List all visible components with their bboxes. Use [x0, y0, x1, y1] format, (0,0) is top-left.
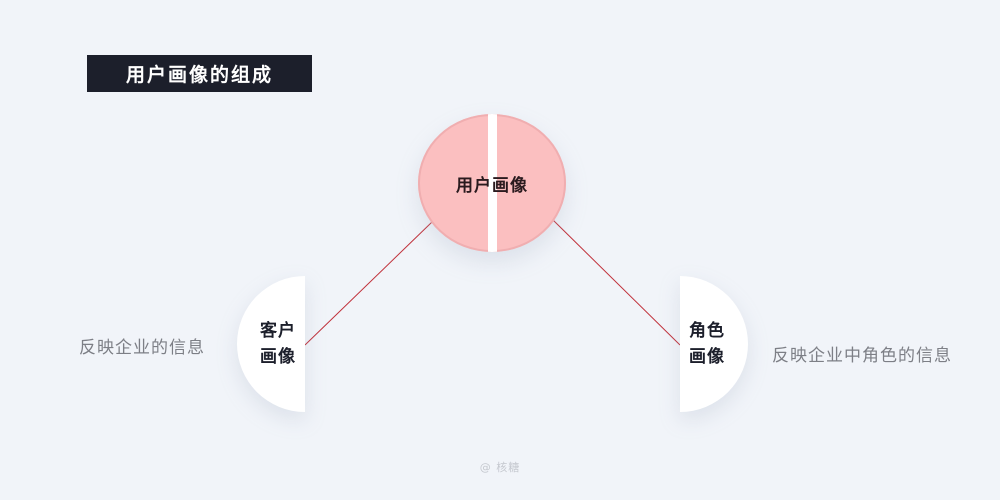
diagram-title-text: 用户画像的组成: [125, 64, 273, 86]
connector-right: [552, 219, 681, 346]
connector-left: [304, 221, 433, 346]
watermark: @ 核糖: [479, 461, 521, 474]
right-node-role-profile: 角色画像: [680, 276, 748, 412]
right-node-label: 角色画像: [689, 321, 725, 367]
center-node-stripe: [488, 114, 497, 252]
center-node-label: 用户画像: [456, 175, 528, 196]
left-node-customer-profile: 客户画像: [237, 276, 305, 412]
right-node-description: 反映企业中角色的信息: [772, 346, 952, 366]
left-node-description: 反映企业的信息: [79, 338, 205, 358]
diagram-title: 用户画像的组成: [87, 55, 312, 92]
left-node-label: 客户画像: [260, 321, 296, 367]
center-node-user-profile: 用户画像: [418, 114, 566, 252]
